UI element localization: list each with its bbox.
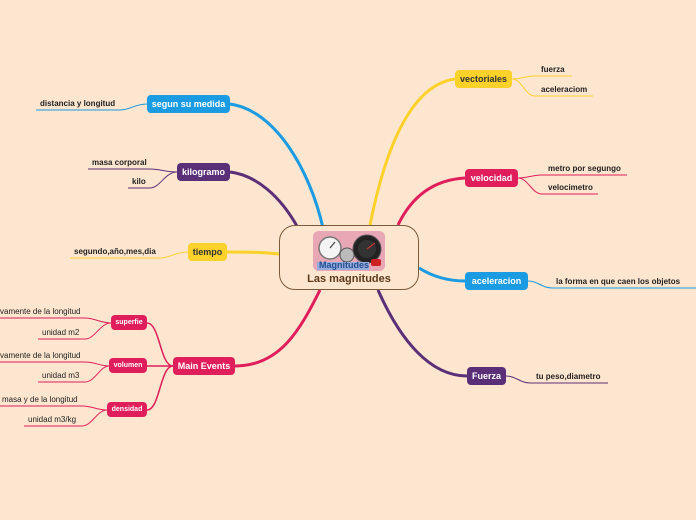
central-image-caption: Magnitudes — [319, 260, 370, 270]
link-aceleracion — [418, 266, 466, 283]
link-tiempo — [226, 250, 280, 256]
leaf-unidad-m3-kg[interactable]: unidad m3/kg — [28, 415, 77, 424]
leaf-distancia-y-longitud[interactable]: distancia y longitud — [40, 99, 116, 108]
leaf-velocimetro[interactable]: velocimetro — [548, 183, 593, 192]
central-topic[interactable]: Magnitudes Las magnitudes — [279, 225, 419, 290]
node-densidad[interactable]: densidad — [107, 402, 147, 417]
link-kilogramo — [229, 170, 300, 229]
node-kilogramo[interactable]: kilogramo — [177, 163, 230, 181]
leaf-masa-corporal[interactable]: masa corporal — [92, 158, 147, 167]
leaf-forma-caen-objetos[interactable]: la forma en que caen los objetos — [556, 277, 681, 286]
node-main-events[interactable]: Main Events — [173, 357, 235, 375]
node-aceleracion[interactable]: aceleracion — [465, 272, 528, 290]
link-vectoriales — [368, 77, 456, 226]
leaf-aceleraciom[interactable]: aceleraciom — [541, 85, 588, 94]
central-topic-image: Magnitudes — [313, 231, 385, 271]
link-fuerza — [376, 289, 468, 378]
leaf-unidad-m2[interactable]: unidad m2 — [42, 328, 80, 337]
leaf-tu-peso-diametro[interactable]: tu peso,diametro — [536, 372, 601, 381]
node-superfie[interactable]: superfie — [111, 315, 147, 330]
leaf-kilo[interactable]: kilo — [132, 177, 146, 186]
measuring-instruments-icon — [313, 231, 385, 271]
link-velocidad — [396, 176, 466, 226]
link-main-events — [234, 289, 322, 368]
leaf-volumen-longitud[interactable]: vamente de la longitud — [0, 351, 81, 360]
node-tiempo[interactable]: tiempo — [188, 243, 227, 261]
central-topic-title: Las magnitudes — [307, 273, 391, 285]
node-velocidad[interactable]: velocidad — [465, 169, 518, 187]
node-fuerza[interactable]: Fuerza — [467, 367, 506, 385]
node-volumen[interactable]: volumen — [109, 358, 147, 373]
leaf-metro-por-segungo[interactable]: metro por segungo — [548, 164, 621, 173]
leaf-densidad-masa[interactable]: masa y de la longitud — [2, 395, 78, 404]
leaf-fuerza[interactable]: fuerza — [541, 65, 565, 74]
leaf-superfie-longitud[interactable]: vamente de la longitud — [0, 307, 81, 316]
node-vectoriales[interactable]: vectoriales — [455, 70, 512, 88]
link-segun-su-medida — [229, 102, 325, 229]
leaf-unidad-m3[interactable]: unidad m3 — [42, 371, 80, 380]
node-segun-su-medida[interactable]: segun su medida — [147, 95, 230, 113]
leaf-segundo-ano-mes-dia[interactable]: segundo,año,mes,dia — [74, 247, 156, 256]
